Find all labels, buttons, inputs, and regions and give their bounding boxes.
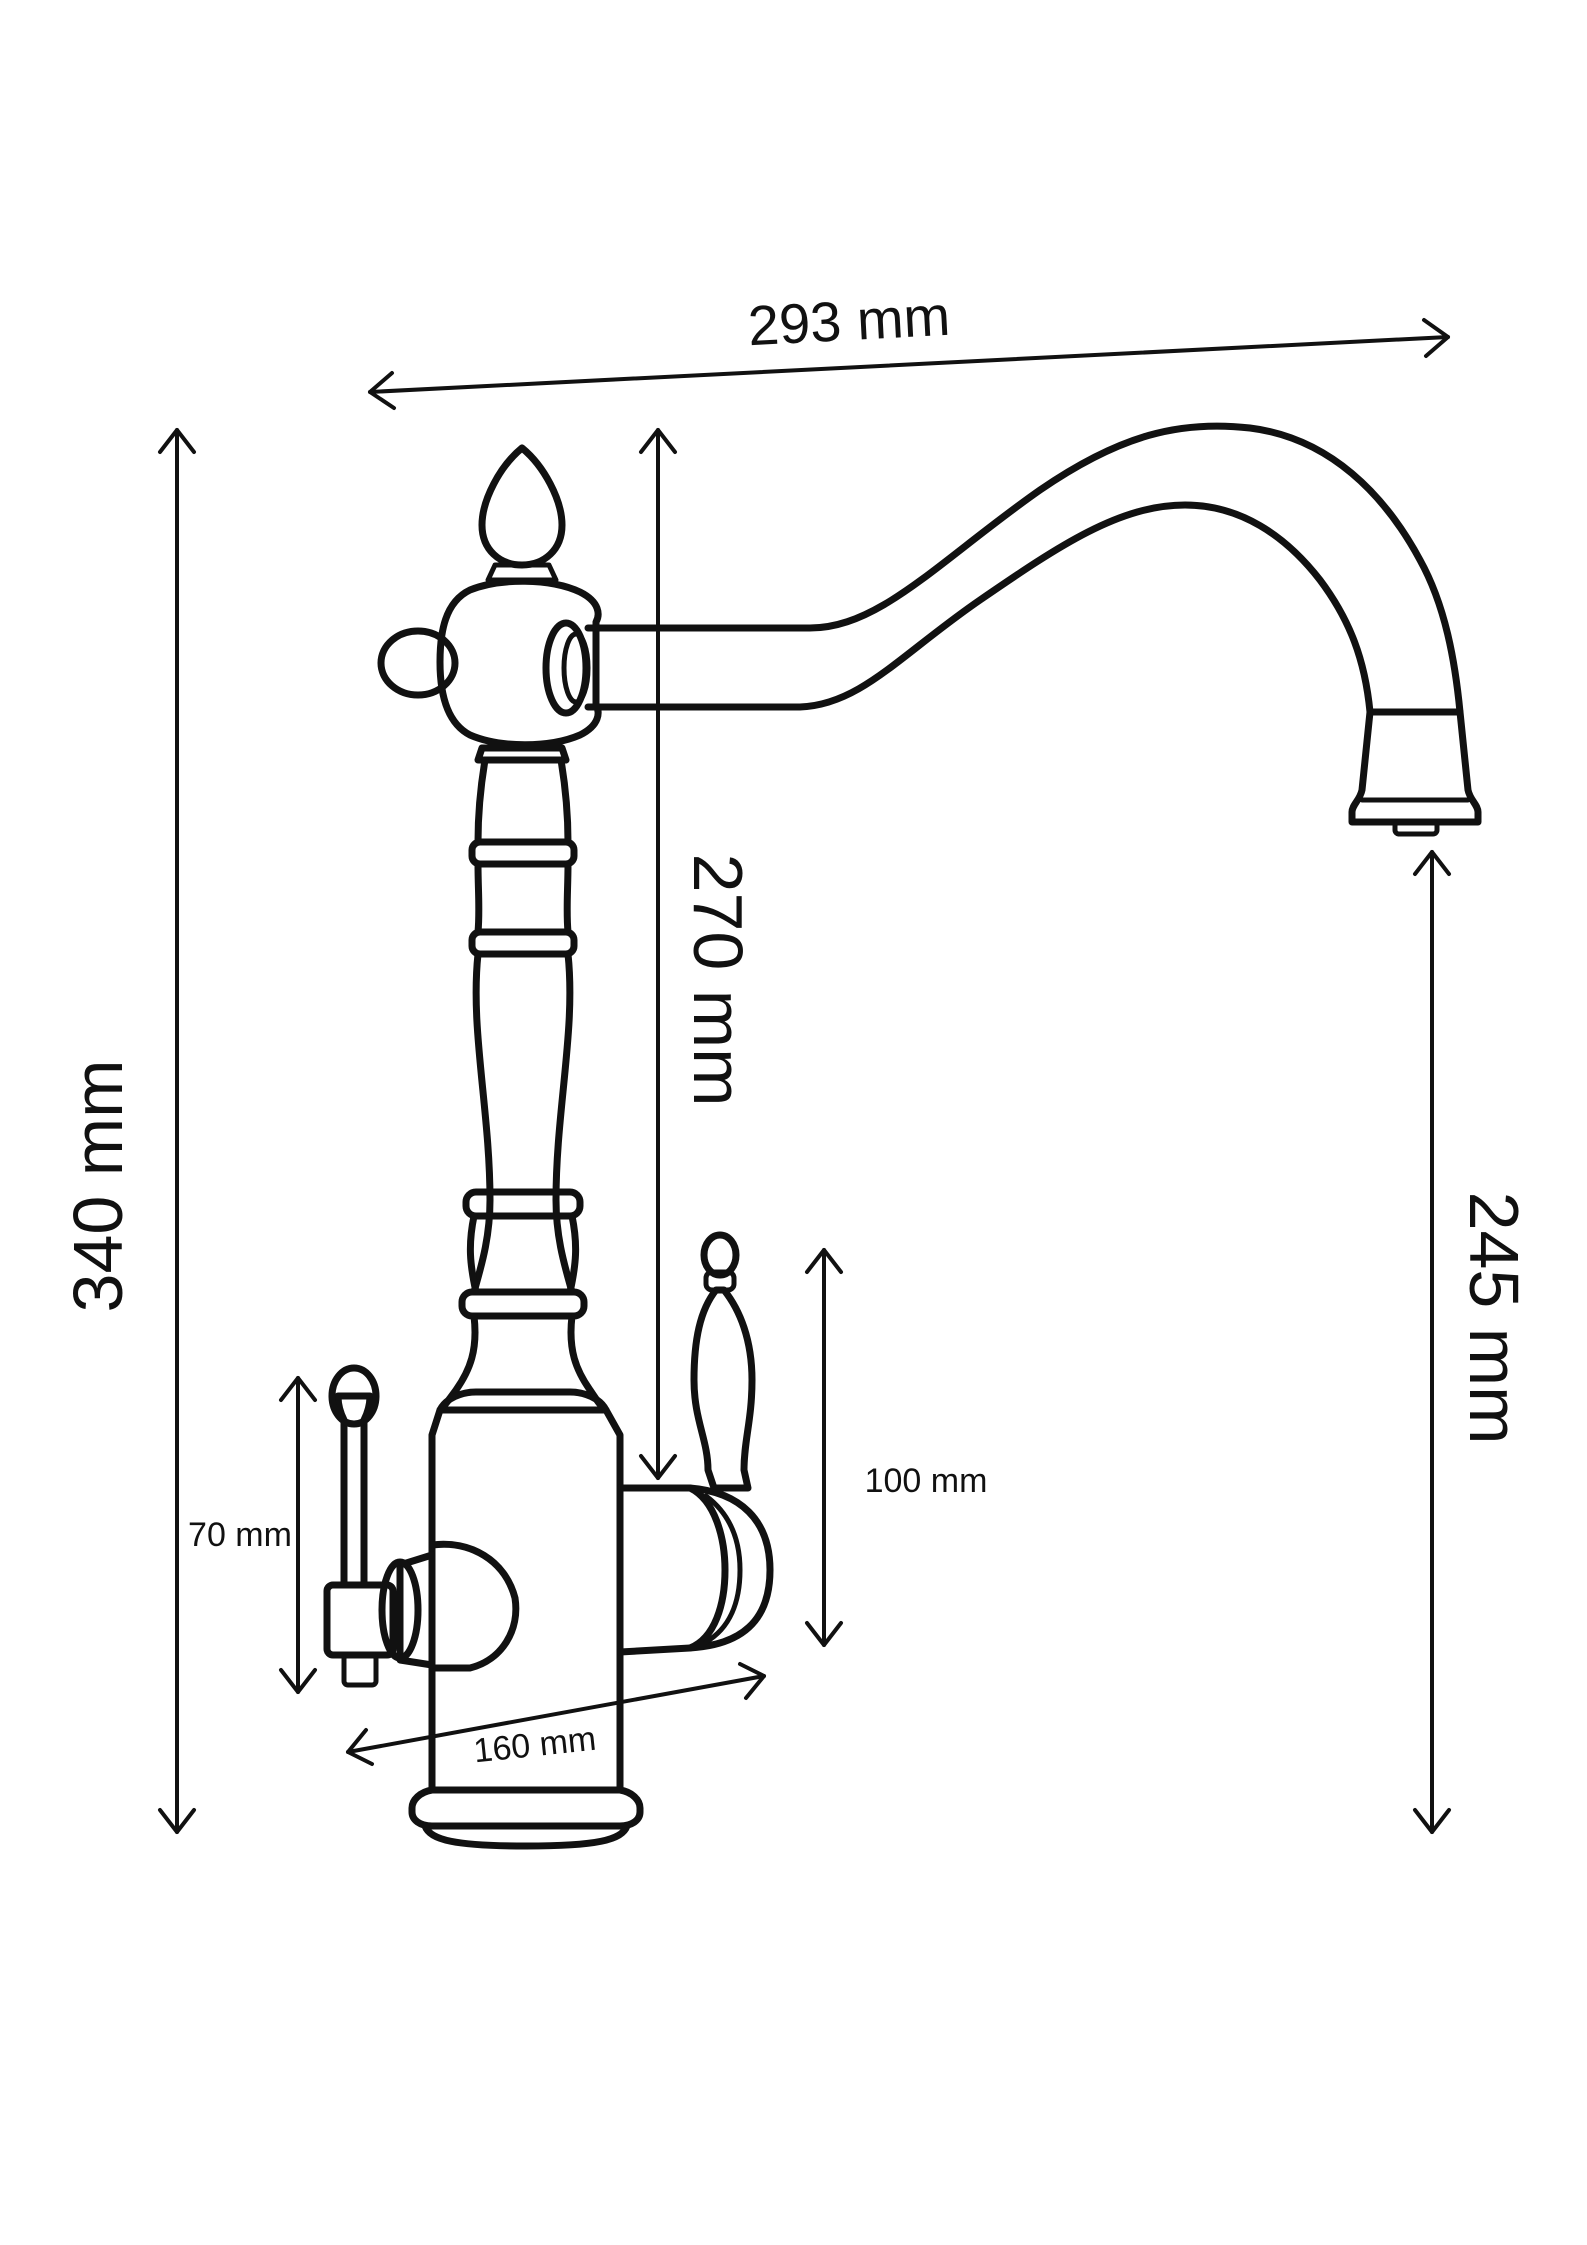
dimension-lines [158,318,1451,1834]
neck-band-1 [468,838,578,868]
dim-width-arrow-left [368,371,396,410]
neck-upper-ring [474,744,570,764]
left-handle-collar [396,1551,436,1669]
dim-total-height-arrow-bottom [158,1808,196,1834]
dim-handle-span-line [346,1674,766,1754]
label-left-handle-height: 70 mm [188,1516,292,1554]
column-band-2 [458,1288,588,1320]
base-plate [421,1822,631,1850]
label-right-handle-height: 100 mm [865,1462,988,1500]
spout-collar-inner [561,631,591,705]
top-finial-neck [485,562,559,583]
neck-middle [474,860,572,936]
right-handle-lever [690,1286,756,1492]
dim-outlet-height-arrow-top [1413,850,1451,876]
aerator-tip [1392,819,1440,837]
top-finial [478,444,566,569]
dim-total-height-arrow-top [158,428,196,454]
neck-upper [474,756,572,846]
head-side-knob [377,627,459,699]
label-total-height: 340 mm [59,1060,137,1313]
dim-spout-height-arrow-bottom [639,1454,677,1480]
column [470,950,576,1296]
left-handle-knob [328,1364,380,1428]
column-flare [436,1312,610,1414]
label-spout-height: 270 mm [679,854,757,1107]
spout [584,422,1464,716]
dim-left-handle-arrow-bottom [279,1668,317,1694]
faucet [323,422,1482,1850]
left-handle-hub [378,1558,422,1662]
label-overall-width: 293 mm [746,284,951,358]
dim-right-handle-arrow-bottom [805,1621,843,1647]
dim-right-handle-arrow-top [805,1248,843,1274]
label-outlet-height: 245 mm [1455,1192,1533,1445]
left-handle-cap [341,1652,379,1688]
dim-handle-span-arrow-right [738,1662,766,1700]
faucet-body [428,1388,624,1794]
neck-band-2 [468,928,578,958]
dimension-labels: 293 mm 340 mm 270 mm 245 mm 100 mm 70 mm… [59,284,1533,1771]
dim-outlet-height-arrow-bottom [1413,1808,1451,1834]
dim-width-arrow-right [1422,318,1450,358]
faucet-head [436,577,602,749]
dim-width-line [368,335,1450,394]
aerator [1348,708,1482,826]
right-handle-knob [700,1231,740,1279]
base-ring [408,1786,644,1830]
right-handle-collar [686,1484,729,1652]
column-band-1 [462,1188,584,1220]
dim-handle-span-arrow-left [346,1728,374,1766]
dim-left-handle-arrow-top [279,1376,317,1402]
right-handle-collar-inner [703,1493,743,1645]
dim-spout-height-arrow-top [639,428,677,454]
left-handle-valve [428,1540,520,1672]
right-handle-valve [616,1484,774,1656]
